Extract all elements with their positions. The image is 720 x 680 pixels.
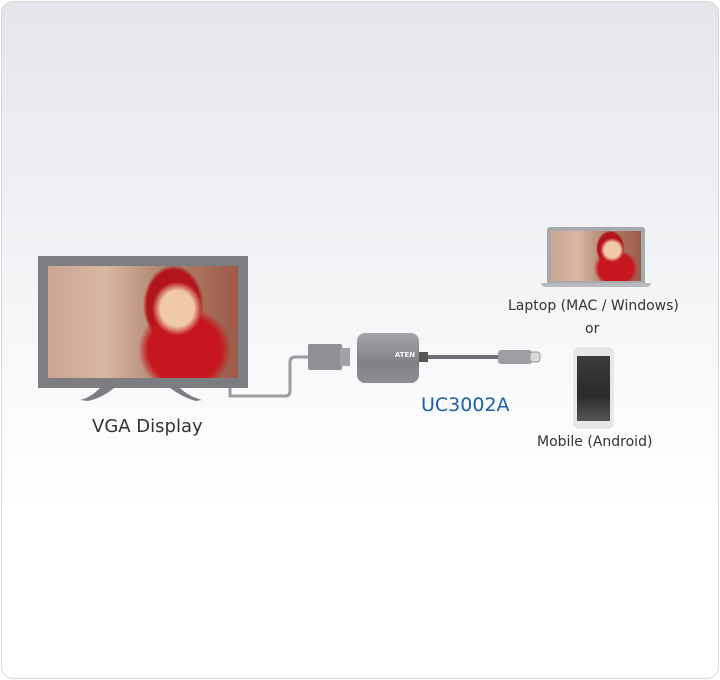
vga-cable	[228, 355, 310, 398]
vga-display-label: VGA Display	[92, 416, 203, 437]
monitor-stand	[80, 388, 202, 401]
laptop-base	[541, 283, 651, 287]
uc3002a-adapter: ATEN	[357, 333, 419, 383]
laptop-label: Laptop (MAC / Windows)	[508, 298, 679, 314]
model-label: UC3002A	[421, 394, 510, 416]
usb-c-connector	[498, 350, 532, 364]
mobile-phone	[574, 348, 613, 428]
laptop	[547, 227, 645, 283]
laptop-screen-photo	[551, 231, 641, 281]
vga-connector	[308, 344, 342, 370]
monitor-screen-photo	[48, 266, 238, 378]
mobile-label: Mobile (Android)	[537, 434, 653, 450]
or-label: or	[585, 321, 600, 337]
vga-monitor	[38, 256, 248, 388]
phone-screen	[577, 356, 610, 421]
aten-logo: ATEN	[394, 351, 415, 359]
